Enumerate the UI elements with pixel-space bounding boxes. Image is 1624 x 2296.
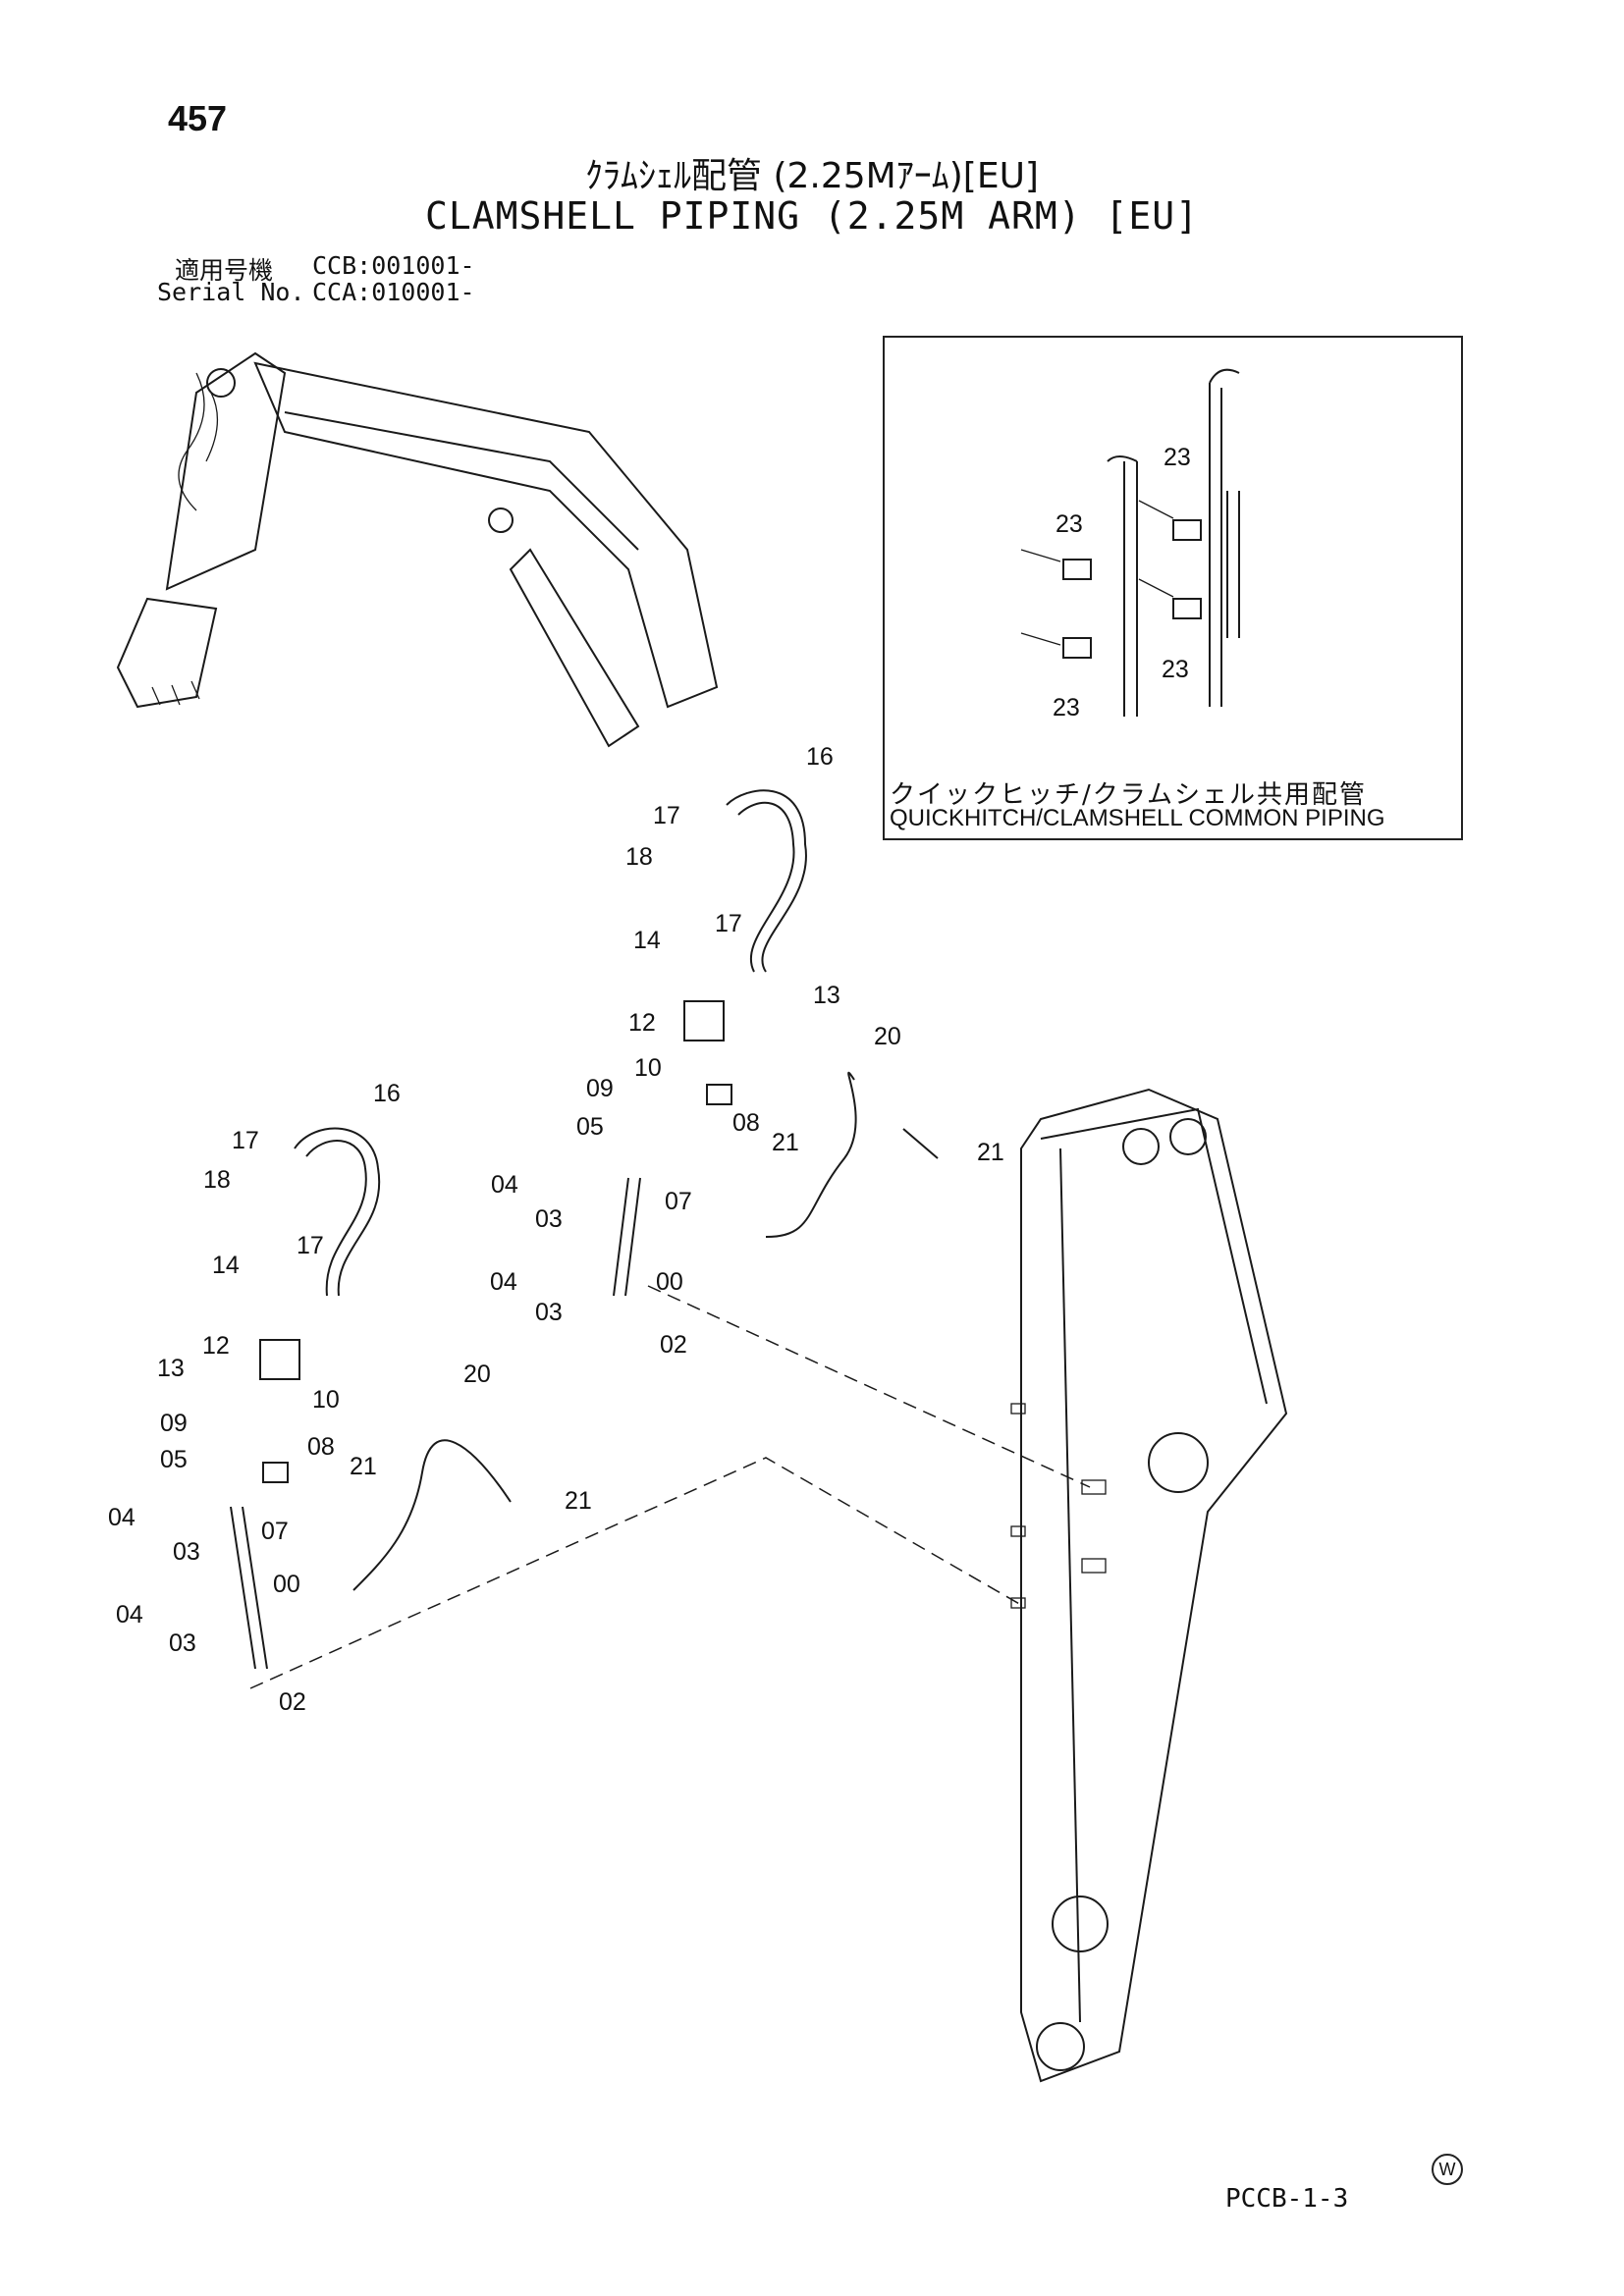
callout-lower: 05: [160, 1446, 188, 1473]
inset-callout: 23: [1053, 694, 1080, 721]
callout-lower: 10: [312, 1386, 340, 1414]
callout-upper: 07: [665, 1188, 692, 1215]
callout-upper: 03: [535, 1205, 563, 1233]
callout-upper: 04: [490, 1268, 517, 1296]
callout-lower: 04: [108, 1504, 135, 1531]
callout-upper: 18: [625, 843, 653, 871]
callout-upper: 17: [653, 802, 680, 829]
callout-upper: 00: [656, 1268, 683, 1296]
page-number: 457: [168, 98, 228, 138]
inset-callout: 23: [1162, 656, 1189, 683]
lower-hose-group: [230, 1127, 512, 1670]
serial-value-japanese: CCB:001001-: [312, 251, 475, 280]
callout-lower: 21: [565, 1487, 592, 1515]
callout-upper: 04: [491, 1171, 518, 1199]
callout-lower: 14: [212, 1252, 240, 1279]
serial-label-japanese: 適用号機: [175, 256, 274, 285]
callout-upper: 14: [633, 927, 661, 954]
callout-lower: 17: [297, 1232, 324, 1259]
callout-lower: 12: [202, 1332, 230, 1360]
callout-upper: 12: [628, 1009, 656, 1037]
inset-callout: 23: [1164, 444, 1191, 471]
callout-upper: 10: [634, 1054, 662, 1082]
callout-lower: 18: [203, 1166, 231, 1194]
inset-panel: [883, 336, 1463, 840]
callout-lower: 03: [169, 1629, 196, 1657]
callout-upper: 03: [535, 1299, 563, 1326]
callout-lower: 00: [273, 1571, 300, 1598]
serial-label-english: Serial No.: [157, 278, 305, 306]
arm-assembly: [1010, 1088, 1288, 2083]
callout-lower: 02: [279, 1688, 306, 1716]
callout-lower: 03: [173, 1538, 200, 1566]
inset-drawing: [1020, 368, 1240, 717]
upper-hose-group: [613, 789, 939, 1297]
inset-callout: 23: [1056, 510, 1083, 538]
drawing-code: PCCB-1-3: [1225, 2184, 1349, 2214]
inset-caption-japanese: クイックヒッチ/クラムシェル共用配管: [890, 780, 1367, 810]
callout-upper: 16: [806, 743, 834, 771]
page-title-japanese: ｸﾗﾑｼｪﾙ配管 (2.25Mｱｰﾑ)[EU]: [585, 156, 1039, 196]
callout-lower: 16: [373, 1080, 401, 1107]
inset-caption-english: QUICKHITCH/CLAMSHELL COMMON PIPING: [890, 805, 1385, 831]
callout-upper: 20: [874, 1023, 901, 1050]
callout-upper: 21: [772, 1129, 799, 1156]
callout-lower: 20: [463, 1361, 491, 1388]
callout-upper: 09: [586, 1075, 614, 1102]
callout-lower: 07: [261, 1518, 289, 1545]
callout-lower: 04: [116, 1601, 143, 1629]
callout-lower: 08: [307, 1433, 335, 1461]
callout-lower: 17: [232, 1127, 259, 1154]
callout-upper: 13: [813, 982, 840, 1009]
callout-lower: 21: [350, 1453, 377, 1480]
callout-lower: 13: [157, 1355, 185, 1382]
leader-line-upper: [647, 1285, 1091, 1488]
excavator-overview: [116, 351, 719, 748]
page-title-english: CLAMSHELL PIPING (2.25M ARM) [EU]: [425, 194, 1199, 238]
w-circle-mark: W: [1432, 2154, 1463, 2185]
callout-upper: 08: [732, 1109, 760, 1137]
callout-upper: 02: [660, 1331, 687, 1359]
callout-upper: 21: [977, 1139, 1004, 1166]
callout-lower: 09: [160, 1410, 188, 1437]
callout-upper: 05: [576, 1113, 604, 1141]
leader-line-lower: [249, 1457, 1022, 1689]
serial-value-english: CCA:010001-: [312, 278, 475, 306]
callout-upper: 17: [715, 910, 742, 937]
